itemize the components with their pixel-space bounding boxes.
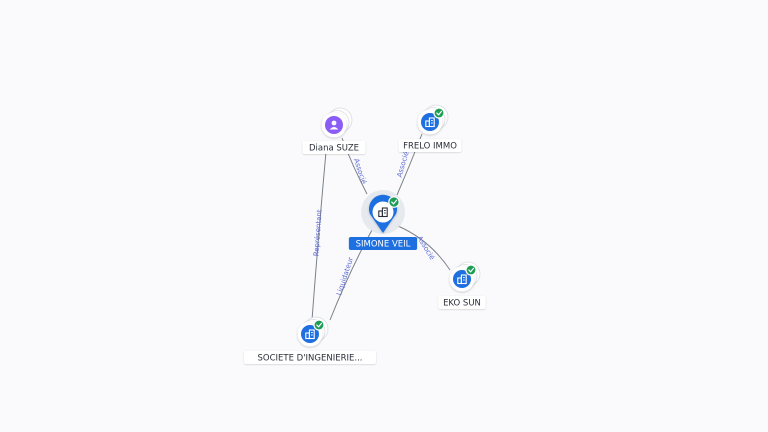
node-label-box: FRELO IMMO xyxy=(398,139,462,152)
node-label-box: EKO SUN xyxy=(438,296,486,309)
node-frelo[interactable]: FRELO IMMO xyxy=(398,104,462,152)
edge-label: Liquidateur xyxy=(335,256,355,296)
edge-line[interactable] xyxy=(311,151,327,321)
node-label: SOCIETE D'INGENIERIE... xyxy=(258,354,363,364)
nodes-layer: SIMONE VEIL Diana SUZE FRELO IMMO EKO SUN SO… xyxy=(244,104,486,364)
check-icon xyxy=(433,107,445,119)
building-icon xyxy=(457,274,467,285)
edge-label: Associé xyxy=(396,151,411,179)
edge-diana-societe[interactable]: Représentant xyxy=(311,151,327,321)
check-icon xyxy=(313,319,325,331)
building-icon xyxy=(305,329,315,340)
node-label: Diana SUZE xyxy=(309,144,359,154)
node-label-box: SIMONE VEIL xyxy=(348,237,418,250)
edge-line[interactable] xyxy=(397,225,451,271)
check-icon xyxy=(465,264,477,276)
person-icon xyxy=(329,120,339,130)
node-simone[interactable]: SIMONE VEIL xyxy=(348,190,418,250)
node-label-box: Diana SUZE xyxy=(302,141,366,154)
node-societe[interactable]: SOCIETE D'INGENIERIE... xyxy=(244,316,376,364)
node-label: FRELO IMMO xyxy=(403,142,457,152)
edge-label: Associé xyxy=(352,158,368,186)
node-label: SIMONE VEIL xyxy=(356,240,411,250)
check-icon xyxy=(388,196,400,208)
node-label-box: SOCIETE D'INGENIERIE... xyxy=(244,351,376,364)
building-icon xyxy=(378,207,388,218)
node-diana[interactable]: Diana SUZE xyxy=(302,107,366,154)
edge-label: Associé xyxy=(415,235,436,262)
node-eko[interactable]: EKO SUN xyxy=(438,261,486,309)
building-icon xyxy=(425,117,435,128)
edge-label: Représentant xyxy=(312,209,323,257)
node-label: EKO SUN xyxy=(443,299,481,309)
